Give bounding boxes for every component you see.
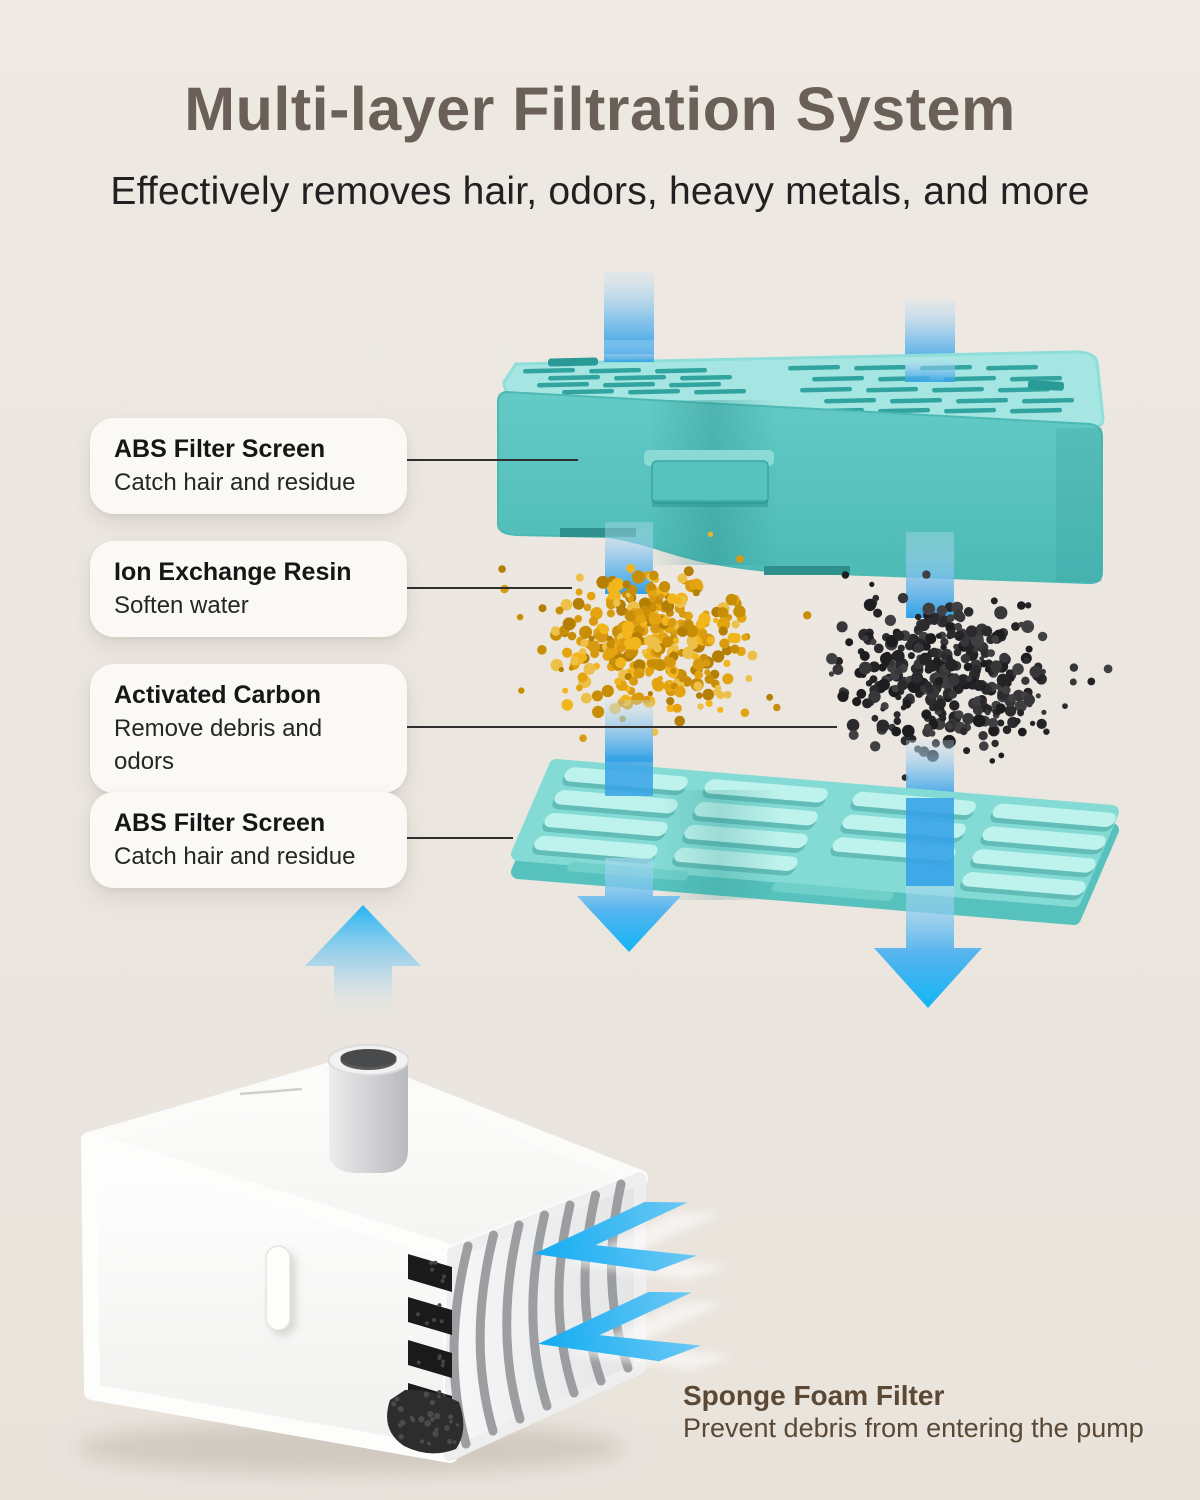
label-title: ABS Filter Screen <box>114 809 326 837</box>
connector-line-2 <box>407 587 572 589</box>
caption-title: Sponge Foam Filter <box>683 1380 945 1411</box>
label-title: Activated Carbon <box>114 681 321 709</box>
label-desc: Catch hair and residue <box>114 469 356 496</box>
sponge-foam-filter-caption: Sponge Foam Filter Prevent debris from e… <box>683 1380 1144 1444</box>
label-card-abs-filter-screen-bottom: ABS Filter Screen Catch hair and residue <box>90 792 407 888</box>
page-title: Multi-layer Filtration System <box>184 75 1016 143</box>
down-arrow-icon <box>577 858 681 952</box>
water-pump <box>75 1044 648 1474</box>
connector-line-3 <box>407 726 837 728</box>
page-subtitle: Effectively removes hair, odors, heavy m… <box>110 170 1090 213</box>
inflow-arrow-icon <box>538 1291 701 1362</box>
label-title: Ion Exchange Resin <box>114 558 352 586</box>
label-card-abs-filter-screen-top: ABS Filter Screen Catch hair and residue <box>90 418 407 514</box>
label-card-ion-exchange-resin: Ion Exchange Resin Soften water <box>90 541 407 637</box>
pump-outlet-tube <box>327 1044 410 1173</box>
water-flow-out-arrows <box>577 756 982 1008</box>
connector-line-1 <box>407 459 578 461</box>
connector-line-4 <box>407 837 513 839</box>
label-desc: Soften water <box>114 592 249 619</box>
header: Multi-layer Filtration System Effectivel… <box>0 0 1200 214</box>
pump-inflow-arrows <box>534 1201 734 1370</box>
label-desc: Remove debris and odors <box>114 715 323 775</box>
down-arrow-icon <box>874 886 982 1008</box>
bottom-filter-screen <box>511 759 1119 925</box>
filter-handle-clip <box>644 450 774 507</box>
label-title: ABS Filter Screen <box>114 435 326 463</box>
caption-desc: Prevent debris from entering the pump <box>683 1413 1144 1443</box>
activated-carbon-cluster <box>826 570 1113 796</box>
label-card-activated-carbon: Activated Carbon Remove debris and odors <box>90 664 407 793</box>
up-arrow-icon <box>305 905 421 1012</box>
sponge-foam <box>387 1389 464 1454</box>
top-filter-screen <box>497 340 1105 585</box>
inflow-arrow-icon <box>534 1201 697 1272</box>
label-desc: Catch hair and residue <box>114 843 356 870</box>
pump-front-latch <box>265 1245 296 1336</box>
